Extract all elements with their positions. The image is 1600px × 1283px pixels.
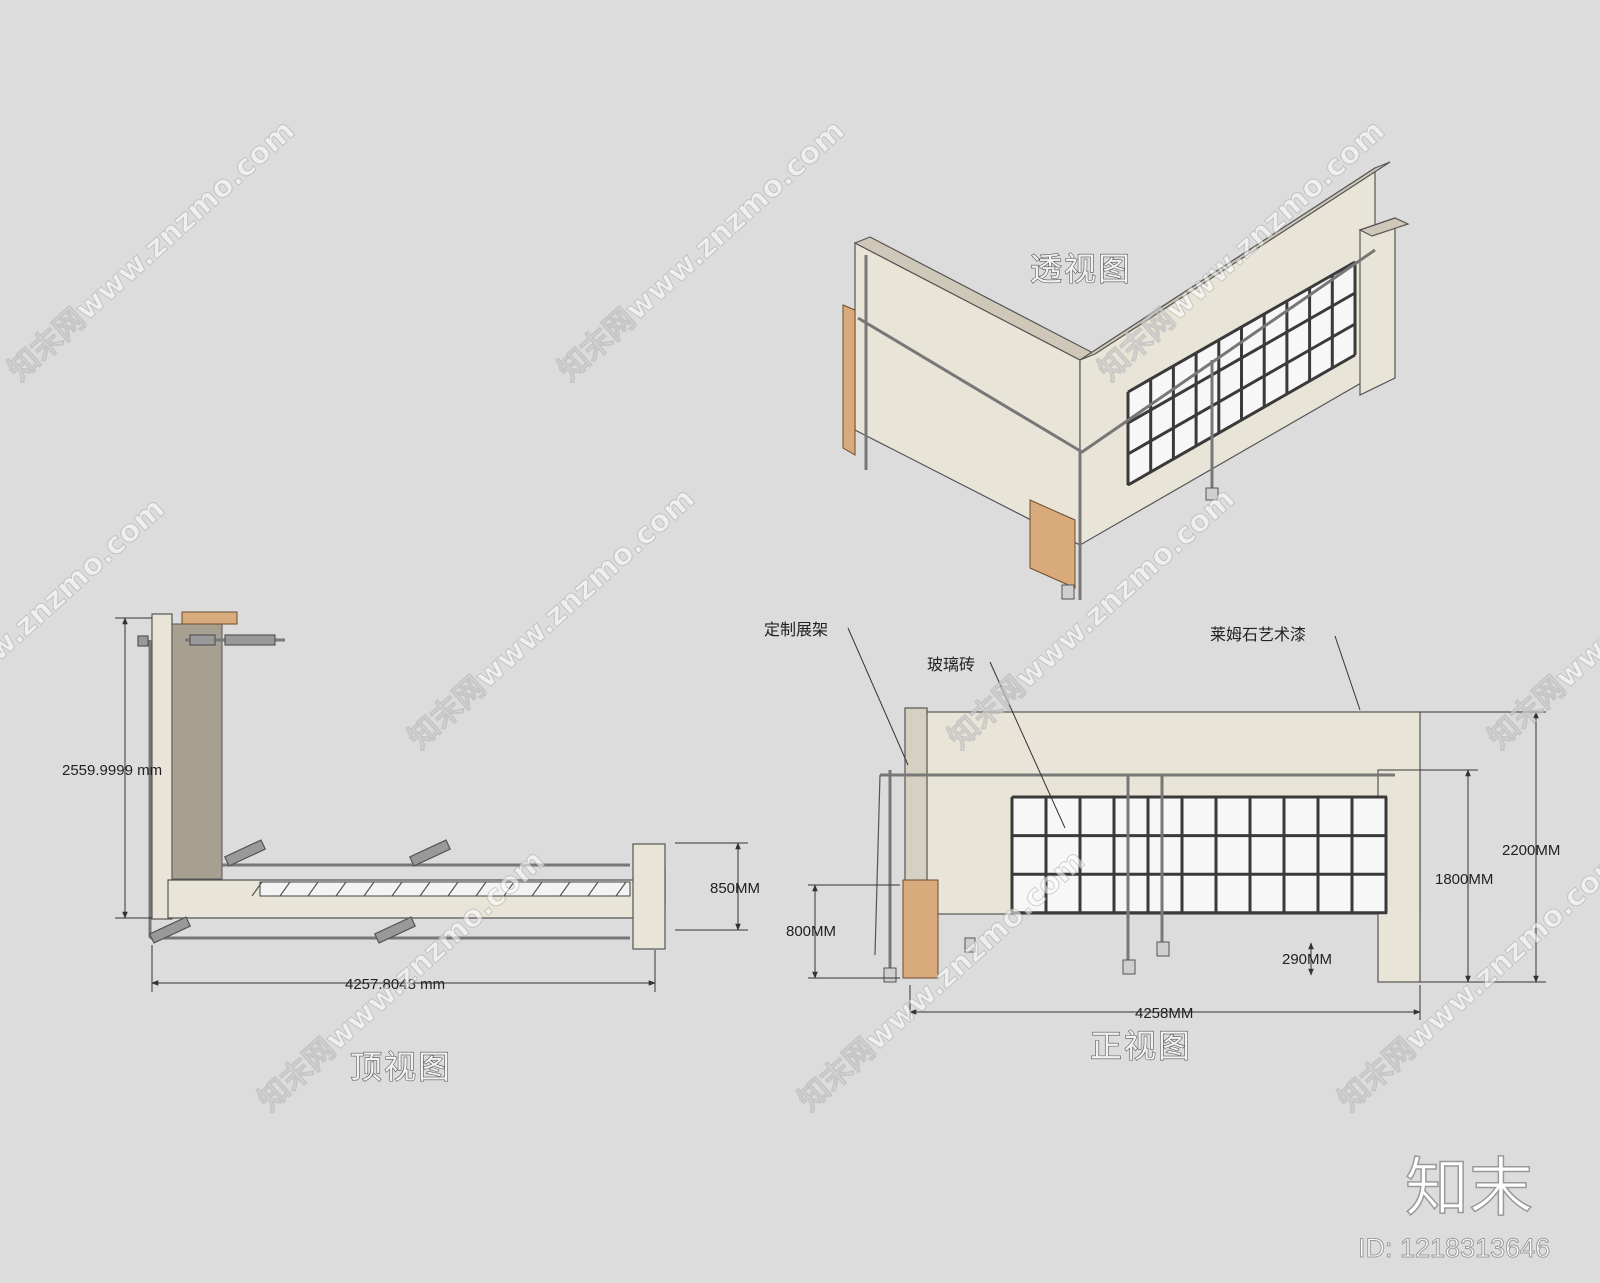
brand-logo: 知末 [1405, 1152, 1533, 1226]
perspective-right-wall-top [1079, 161, 1391, 361]
front-foot-4 [964, 937, 976, 953]
note-limestone-paint: 莱姆石艺术漆 [1210, 625, 1306, 644]
top-850-label: 850MM [710, 880, 760, 897]
front-1800-label: 1800MM [1435, 871, 1493, 888]
front-glass-brick [1010, 795, 1388, 915]
top-wood-cap [181, 611, 238, 625]
glass-brick-grid-line [419, 881, 431, 897]
glass-brick-grid-line [587, 881, 599, 897]
front-290-label: 290MM [1282, 951, 1332, 968]
front-title: 正视图 [1090, 1027, 1192, 1065]
glass-brick-grid-line [1127, 322, 1356, 456]
front-foot-2 [1156, 941, 1170, 957]
top-glass-brick [251, 881, 631, 897]
glass-brick-grid-line [1127, 353, 1356, 487]
leader-limestone-paint [1334, 635, 1361, 711]
note-custom-rack: 定制展架 [764, 620, 828, 639]
glass-brick-grid-line [307, 881, 319, 897]
front-brace [874, 774, 881, 956]
glass-brick-grid-line [447, 881, 459, 897]
note-glass-brick: 玻璃砖 [927, 655, 975, 674]
perspective-foot-2 [1205, 487, 1219, 501]
top-end-pier [632, 843, 666, 950]
front-2200-label: 2200MM [1502, 842, 1560, 859]
watermark: 知末网www.znzmo.com [1482, 481, 1600, 756]
top-height-label: 2559.9999 mm [62, 762, 162, 779]
leader-custom-rack [847, 627, 909, 766]
watermark: 知末网www.znzmo.com [402, 481, 702, 756]
glass-brick-grid-line [279, 881, 291, 897]
front-800-label: 800MM [786, 923, 836, 940]
glass-brick-grid-line [363, 881, 375, 897]
watermark: 知末网www.znzmo.com [0, 491, 172, 766]
image-id: ID: 1218313646 [1358, 1233, 1550, 1263]
top-title: 顶视图 [350, 1048, 452, 1086]
glass-brick-grid-line [335, 881, 347, 897]
glass-brick-grid-line [559, 881, 571, 897]
top-width-label: 4257.8048 mm [345, 976, 445, 993]
perspective-title: 透视图 [1030, 250, 1132, 288]
perspective-wood-panel-left [842, 304, 856, 456]
glass-brick-grid-line [615, 881, 627, 897]
glass-brick-grid-line [391, 881, 403, 897]
perspective-wood-panel-front [1029, 499, 1076, 589]
watermark: 知末网www.znzmo.com [552, 113, 852, 388]
perspective-end-pier [1359, 217, 1396, 396]
leader-glass-brick [989, 661, 1066, 829]
front-width-label: 4258MM [1135, 1005, 1193, 1022]
perspective-rail [857, 248, 1376, 454]
front-foot-1 [1122, 959, 1136, 975]
glass-brick-grid-line [251, 881, 263, 897]
top-view: 2559.9999 mm 4257.8048 mm 850MM 顶视图 [62, 611, 760, 1087]
glass-brick-grid-line [503, 881, 515, 897]
perspective-glass-brick [1126, 260, 1357, 487]
top-left-wall-shadow [171, 623, 223, 880]
perspective-end-pier-top [1358, 217, 1410, 237]
front-view: 定制展架 玻璃砖 莱姆石艺术漆 2200MM 1800MM 800MM 290M… [764, 620, 1560, 1066]
watermark: 知末网www.znzmo.com [2, 113, 302, 388]
top-brackets [137, 634, 452, 944]
front-wood-panel [902, 879, 939, 979]
glass-brick-grid-line [531, 881, 543, 897]
glass-brick-grid-line [475, 881, 487, 897]
glass-brick-grid-line [1127, 291, 1356, 425]
glass-brick-grid-line [1127, 260, 1356, 394]
perspective-view: 透视图 [842, 161, 1410, 600]
perspective-foot [1061, 584, 1075, 600]
front-foot-3 [883, 967, 897, 983]
